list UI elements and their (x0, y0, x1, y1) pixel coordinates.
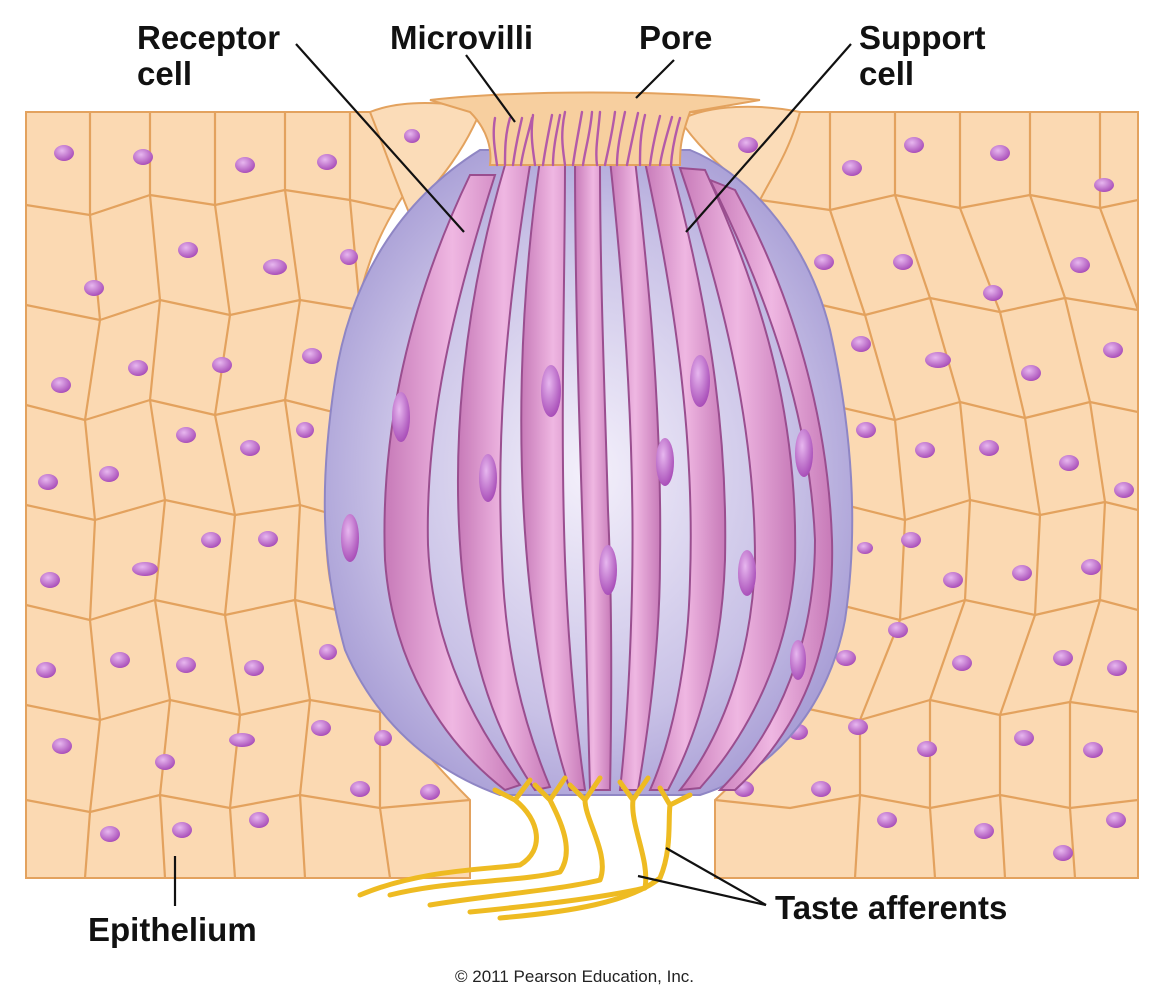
taste-cell-nuclei (341, 355, 813, 680)
epithelium-right (677, 105, 1139, 879)
pore (429, 91, 761, 166)
microvilli (492, 110, 682, 167)
taste-afferent-fibers (357, 775, 693, 921)
support-cell-label-line2: cell (859, 55, 915, 92)
copyright-notice: © 2011 Pearson Education, Inc. (455, 967, 695, 986)
pore-label: Pore (639, 19, 713, 56)
taste-cells (383, 159, 834, 792)
taste-afferents-label: Taste afferents (775, 889, 1008, 926)
leader-lines (173, 43, 852, 907)
epithelium-label: Epithelium (88, 911, 257, 948)
receptor-cell-label-line2: cell (137, 55, 193, 92)
support-cell-label-line1: Support (859, 19, 986, 56)
receptor-cell-label-line1: Receptor (137, 19, 281, 56)
epithelial-cell-nuclei (36, 129, 1134, 861)
microvilli-label: Microvilli (390, 19, 534, 56)
